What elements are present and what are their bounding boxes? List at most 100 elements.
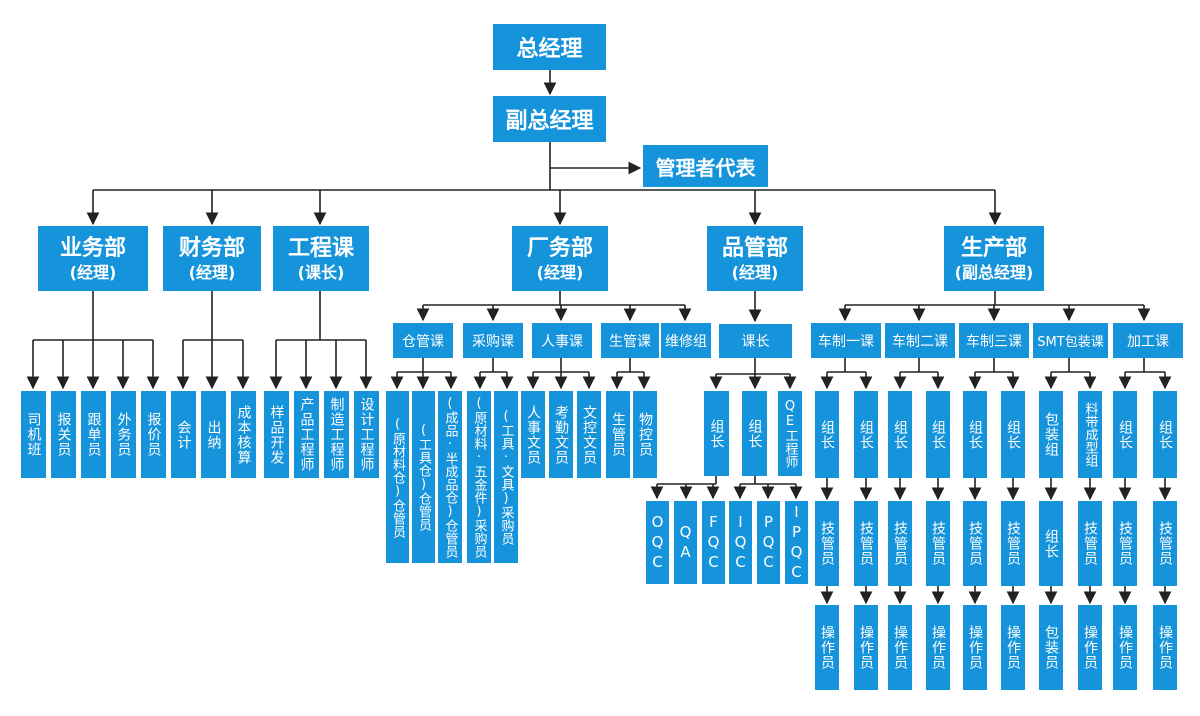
- qc-chief-box: 课长: [719, 324, 792, 358]
- prod-section-box: 车制一课: [811, 323, 881, 358]
- section-maintenance: 维修组: [661, 323, 711, 358]
- production-dept-sub: (副总经理): [954, 262, 1034, 282]
- prod-section-box: 车制二课: [885, 323, 955, 358]
- section-warehouse: 仓管课: [393, 323, 453, 358]
- finance-staff-box: 出纳: [201, 391, 226, 478]
- factory-dept-sub: (经理): [536, 262, 584, 282]
- sales-staff-box: 报价员: [141, 391, 166, 478]
- prod-bottom-box: 操作员: [1001, 605, 1025, 690]
- ceo-box: 总经理: [493, 24, 606, 70]
- finance-dept-box: 财务部 (经理): [163, 226, 261, 291]
- inspector-box: QA: [674, 501, 697, 584]
- section-purchasing: 采购课: [463, 323, 523, 358]
- warehouse-staff-box: (原材料仓)仓管员: [386, 391, 409, 563]
- engineering-staff-box: 产品工程师: [294, 391, 319, 478]
- inspector-box: OQC: [646, 501, 669, 584]
- qc-leader-box: 组长: [742, 391, 767, 476]
- inspector-box: IPQC: [785, 501, 808, 584]
- prod-mid-box: 技管员: [926, 501, 950, 586]
- warehouse-staff-box: (成品·半成品仓)仓管员: [438, 391, 462, 563]
- prod-mid-box: 技管员: [815, 501, 839, 586]
- prod-bottom-box: 操作员: [1153, 605, 1177, 690]
- prod-bottom-box: 操作员: [1113, 605, 1137, 690]
- purchasing-staff-title: 采购员: [471, 519, 487, 558]
- qc-dept-name: 品管部: [721, 235, 788, 261]
- warehouse-staff-title: 仓管员: [442, 519, 458, 558]
- hr-staff-box: 文控文员: [577, 391, 601, 478]
- sales-staff-box: 司机班: [21, 391, 46, 478]
- production-control-staff-box: 物控员: [633, 391, 657, 478]
- inspector-box: FQC: [702, 501, 725, 584]
- inspector-box: IQC: [729, 501, 752, 584]
- qe-engineer-box: QE工程师: [778, 391, 802, 476]
- finance-dept-sub: (经理): [188, 262, 236, 282]
- prod-mid-box: 技管员: [888, 501, 912, 586]
- production-dept-name: 生产部: [960, 235, 1027, 261]
- prod-lead-box: 组长: [854, 391, 878, 478]
- warehouse-staff-scope: (成品·半成品仓): [442, 396, 458, 519]
- engineering-dept-box: 工程课 (课长): [273, 226, 369, 291]
- prod-lead-box: 组长: [1001, 391, 1025, 478]
- prod-bottom-box: 操作员: [926, 605, 950, 690]
- sales-staff-box: 报关员: [51, 391, 76, 478]
- section-production-control: 生管课: [601, 323, 659, 358]
- prod-lead-box: 组长: [1113, 391, 1137, 478]
- engineering-staff-box: 制造工程师: [324, 391, 349, 478]
- prod-section-box: 加工课: [1113, 323, 1183, 358]
- sales-dept-box: 业务部 (经理): [38, 226, 148, 291]
- prod-lead-box: 组长: [888, 391, 912, 478]
- factory-dept-box: 厂务部 (经理): [512, 226, 608, 291]
- hr-staff-box: 考勤文员: [549, 391, 573, 478]
- management-rep-box: 管理者代表: [643, 145, 768, 187]
- prod-lead-box: 组长: [926, 391, 950, 478]
- sales-staff-box: 外务员: [111, 391, 136, 478]
- warehouse-staff-title: 仓管员: [390, 498, 405, 538]
- prod-lead-box: 组长: [963, 391, 987, 478]
- prod-bottom-box: 包装员: [1039, 605, 1063, 690]
- warehouse-staff-scope: (工具仓): [416, 423, 431, 492]
- vice-president-box: 副总经理: [493, 96, 606, 142]
- production-control-staff-box: 生管员: [606, 391, 630, 478]
- prod-section-box: SMT包装课: [1033, 323, 1108, 358]
- finance-staff-box: 会计: [171, 391, 196, 478]
- finance-dept-name: 财务部: [178, 235, 245, 261]
- prod-bottom-box: 操作员: [888, 605, 912, 690]
- prod-section-box: 车制三课: [959, 323, 1029, 358]
- prod-lead-box: 组长: [815, 391, 839, 478]
- sales-dept-sub: (经理): [69, 262, 117, 282]
- warehouse-staff-title: 仓管员: [416, 492, 431, 531]
- prod-mid-box: 技管员: [1153, 501, 1177, 586]
- finance-staff-box: 成本核算: [231, 391, 256, 478]
- engineering-staff-box: 设计工程师: [354, 391, 379, 478]
- hr-staff-box: 人事文员: [521, 391, 545, 478]
- prod-lead-box: 料带成型组: [1078, 391, 1102, 478]
- warehouse-staff-box: (工具仓)仓管员: [412, 391, 435, 563]
- sales-staff-box: 跟单员: [81, 391, 106, 478]
- prod-bottom-box: 操作员: [1078, 605, 1102, 690]
- prod-mid-box: 技管员: [963, 501, 987, 586]
- engineering-dept-name: 工程课: [287, 235, 354, 261]
- engineering-staff-box: 样品开发: [264, 391, 289, 478]
- qc-leader-box: 组长: [704, 391, 729, 476]
- qc-dept-box: 品管部 (经理): [707, 226, 803, 291]
- purchasing-staff-scope: (原材料·五金件): [471, 396, 487, 519]
- factory-dept-name: 厂务部: [526, 235, 593, 261]
- prod-bottom-box: 操作员: [815, 605, 839, 690]
- production-dept-box: 生产部 (副总经理): [944, 226, 1044, 291]
- prod-lead-box: 组长: [1153, 391, 1177, 478]
- purchasing-staff-box: (工具·文具)采购员: [494, 391, 518, 563]
- purchasing-staff-scope: (工具·文具): [498, 409, 514, 506]
- inspector-box: PQC: [757, 501, 780, 584]
- prod-bottom-box: 操作员: [854, 605, 878, 690]
- prod-mid-box: 技管员: [1001, 501, 1025, 586]
- prod-lead-box: 包装组: [1039, 391, 1063, 478]
- sales-dept-name: 业务部: [59, 235, 126, 261]
- section-hr: 人事课: [532, 323, 592, 358]
- prod-mid-box: 组长: [1039, 501, 1063, 586]
- purchasing-staff-title: 采购员: [498, 506, 514, 545]
- prod-mid-box: 技管员: [854, 501, 878, 586]
- warehouse-staff-scope: (原材料仓): [390, 416, 405, 499]
- prod-bottom-box: 操作员: [963, 605, 987, 690]
